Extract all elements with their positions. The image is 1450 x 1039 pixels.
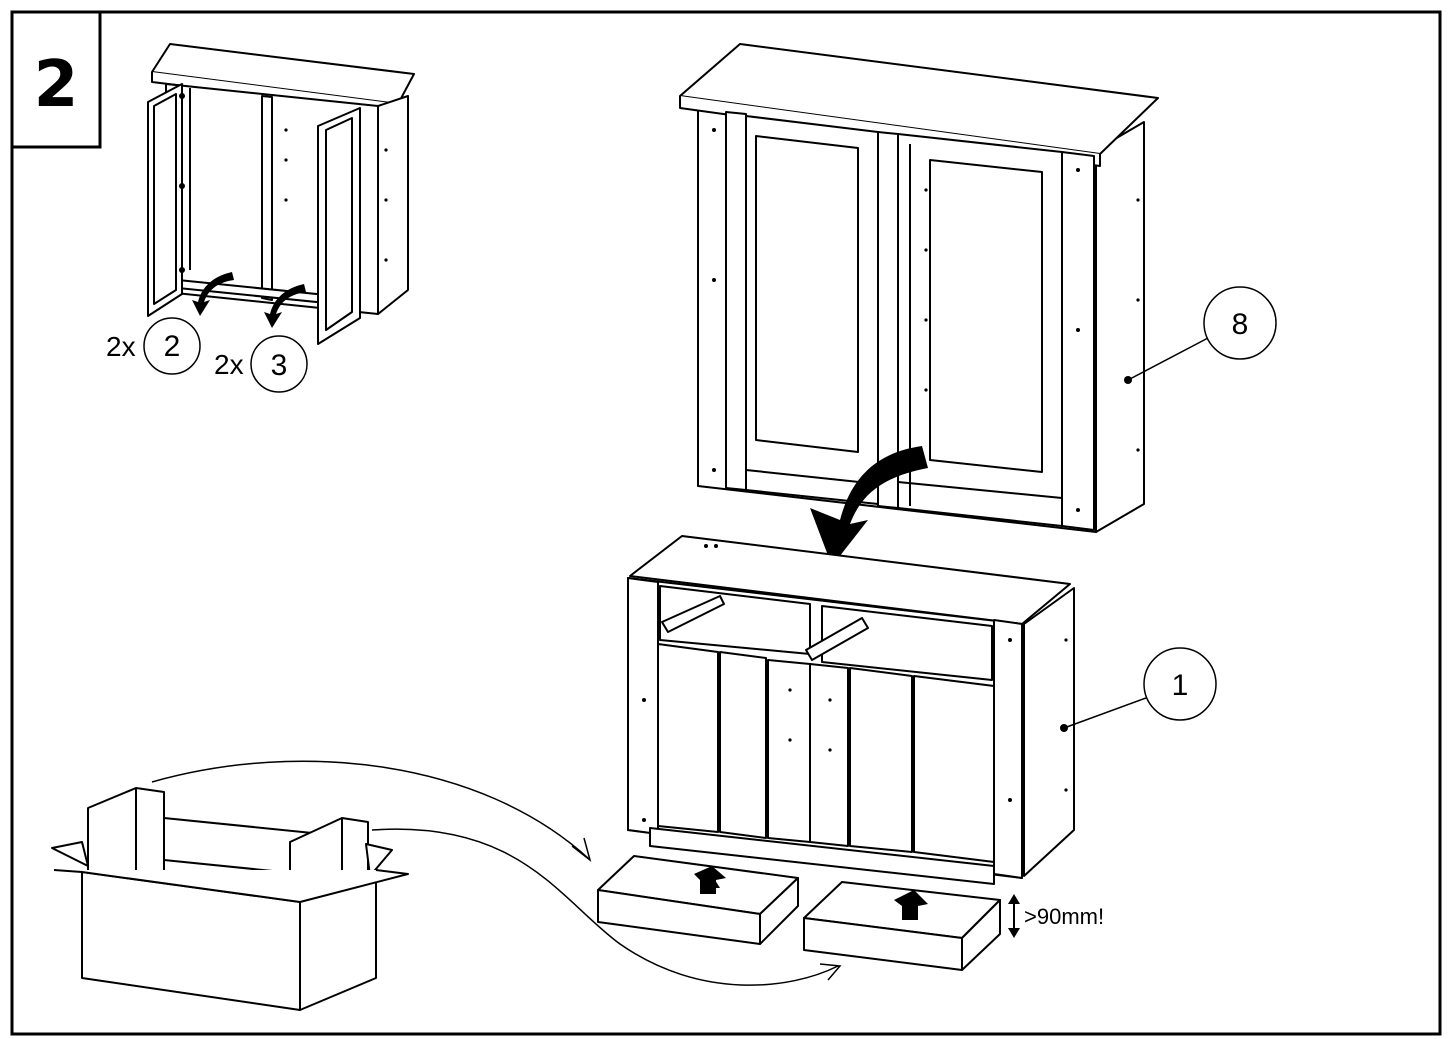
base-cabinet-illustration [627, 535, 1075, 885]
quantity-label: 2x [214, 349, 244, 380]
remove-shelf-arrows [192, 272, 306, 328]
move-packaging-arrows [151, 760, 842, 986]
callout-part-2: 2x 2 [106, 317, 201, 375]
part-number: 2 [164, 330, 181, 363]
support-block-right [803, 881, 1001, 971]
step-number: 2 [34, 48, 79, 122]
callout-part-3: 2x 3 [214, 335, 308, 393]
place-hutch-arrow [810, 446, 928, 566]
height-dimension: >90mm! [1008, 894, 1104, 938]
callout-part-1: 1 [1060, 647, 1217, 732]
part-number: 3 [271, 349, 288, 382]
part-number: 8 [1232, 308, 1249, 341]
step-number-box: 2 [10, 10, 102, 149]
support-block-left [597, 855, 799, 945]
dimension-label: >90mm! [1024, 904, 1104, 929]
quantity-label: 2x [106, 331, 136, 362]
small-cabinet-illustration [147, 43, 415, 345]
hutch-illustration [679, 43, 1159, 533]
callout-part-8: 8 [1124, 286, 1277, 384]
carton-box-illustration [51, 787, 409, 1011]
part-number: 1 [1172, 669, 1189, 702]
